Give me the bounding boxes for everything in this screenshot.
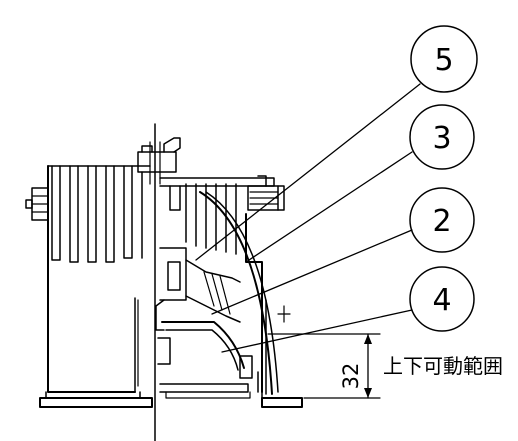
callout-3-label: 3 <box>432 121 451 156</box>
heat-sink-fins <box>51 165 237 263</box>
reference-mark <box>277 305 291 323</box>
dimension-label: 上下可動範囲 <box>383 354 503 378</box>
callout-3: 3 <box>409 104 475 170</box>
callout-2: 2 <box>409 187 475 253</box>
base-flange <box>39 391 303 408</box>
leader-4 <box>221 309 413 353</box>
top-connector <box>137 137 275 211</box>
callout-4-label: 4 <box>432 283 451 318</box>
reflector-assembly <box>155 247 253 399</box>
dimension-arrow-down <box>364 388 372 398</box>
dimension-arrow-up <box>364 334 372 344</box>
callout-5: 5 <box>410 25 478 93</box>
leader-2 <box>211 229 413 315</box>
dimension-value: 32 <box>339 363 363 390</box>
callout-2-label: 2 <box>432 204 451 239</box>
left-bracket <box>25 187 49 221</box>
dimension-indicator: 32 上下可動範囲 <box>267 333 503 399</box>
right-wall <box>245 213 267 399</box>
center-axis <box>149 123 161 441</box>
right-bracket <box>247 175 285 211</box>
leader-lines <box>195 83 421 353</box>
callout-5-label: 5 <box>434 43 453 78</box>
housing-body <box>47 165 151 393</box>
leader-5 <box>195 83 421 261</box>
leader-3 <box>245 151 413 263</box>
callout-4: 4 <box>409 266 475 332</box>
